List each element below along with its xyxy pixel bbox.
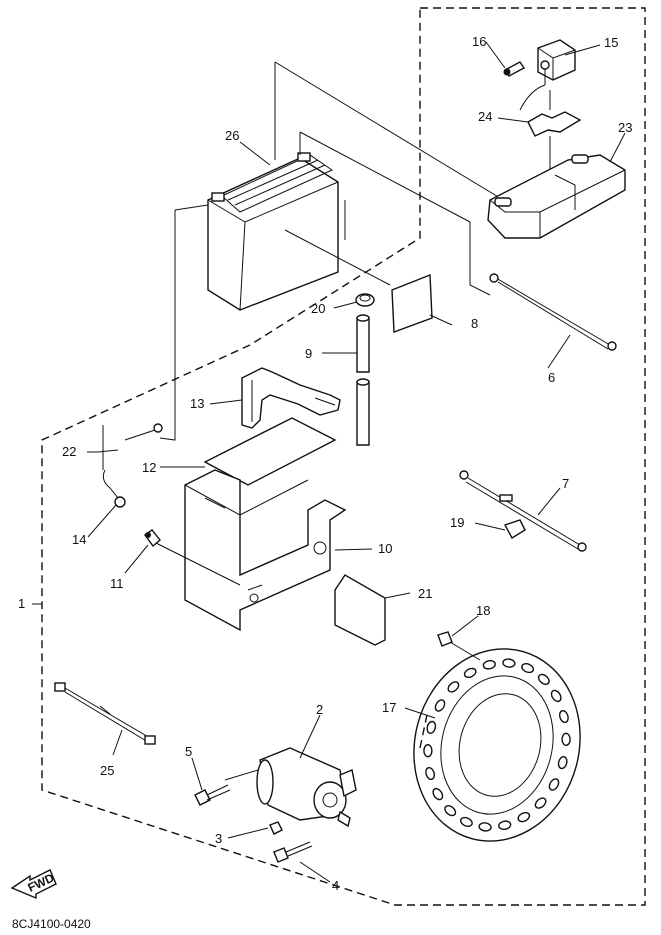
- disc-hole: [447, 681, 460, 693]
- callout-26: 26: [225, 128, 239, 143]
- battery: [207, 152, 339, 311]
- callout-10: 10: [378, 541, 392, 556]
- callout-13: 13: [190, 396, 204, 411]
- disc-bolt: [437, 631, 481, 661]
- battery-band: [241, 367, 341, 429]
- callout-6: 6: [548, 370, 555, 385]
- callout-18: 18: [476, 603, 490, 618]
- battery-guide-lines: [159, 61, 501, 441]
- relay-screw: [503, 61, 526, 77]
- disc-hole: [534, 797, 547, 809]
- disc-hole: [459, 816, 473, 827]
- starter-bolt: [194, 784, 231, 806]
- callout-1: 1: [18, 596, 25, 611]
- disc-hole: [482, 660, 496, 670]
- breather-hose: [356, 314, 370, 446]
- callout-labels: 1 2 3 4 5 6 7 8 9 10 11 12 13 14 15 16 1…: [18, 34, 632, 893]
- callout-4: 4: [332, 878, 339, 893]
- callout-5: 5: [185, 744, 192, 759]
- callout-22: 22: [62, 444, 76, 459]
- callout-8: 8: [471, 316, 478, 331]
- callout-25: 25: [100, 763, 114, 778]
- battery-cover: [487, 154, 626, 239]
- diagram-code: 8CJ4100-0420: [12, 917, 91, 931]
- callout-leaders: [32, 41, 626, 883]
- box-plate: [334, 574, 386, 646]
- disc-hole: [498, 820, 512, 830]
- callout-20: 20: [311, 301, 325, 316]
- disc-hole: [463, 667, 477, 679]
- disc-hole: [558, 709, 569, 724]
- brake-disc: [413, 648, 581, 842]
- disc-hole: [548, 778, 560, 791]
- disc-hole: [561, 732, 571, 746]
- box-bolt: [144, 529, 241, 586]
- disc-hole: [517, 811, 531, 823]
- disc-holes: [423, 658, 571, 832]
- disc-hole: [478, 822, 492, 832]
- starter-bolt-lower: [273, 841, 313, 863]
- battery-box: [184, 469, 347, 632]
- disc-hole: [557, 756, 568, 770]
- callout-15: 15: [604, 35, 618, 50]
- hose-clamp: [355, 293, 375, 307]
- callout-7: 7: [562, 476, 569, 491]
- callout-21: 21: [418, 586, 432, 601]
- relay-bracket: [527, 90, 582, 170]
- disc-hole: [426, 720, 437, 734]
- callout-2: 2: [316, 702, 323, 717]
- callout-12: 12: [142, 460, 156, 475]
- assembly-boundary: [41, 7, 646, 906]
- callout-16: 16: [472, 34, 486, 49]
- disc-hole: [423, 744, 433, 758]
- callout-14: 14: [72, 532, 86, 547]
- disc-hole: [425, 766, 436, 781]
- callout-17: 17: [382, 700, 396, 715]
- disc-hole: [434, 699, 446, 712]
- starter-nut: [269, 821, 283, 835]
- positive-lead: [459, 470, 587, 552]
- fwd-arrow: FWD: [10, 869, 57, 900]
- callout-11: 11: [110, 576, 124, 591]
- starter-relay: [519, 39, 576, 111]
- battery-pad: [391, 273, 433, 333]
- disc-hole: [521, 663, 535, 674]
- callout-3: 3: [215, 831, 222, 846]
- wire-lead: [54, 682, 156, 745]
- disc-hole: [502, 658, 516, 668]
- starter-motor: [224, 747, 357, 828]
- callout-9: 9: [305, 346, 312, 361]
- disc-hole: [537, 673, 550, 686]
- disc-hole: [550, 689, 562, 703]
- callout-24: 24: [478, 109, 492, 124]
- callout-23: 23: [618, 120, 632, 135]
- negative-lead: [489, 273, 617, 351]
- callout-19: 19: [450, 515, 464, 530]
- ground-lead: [97, 423, 163, 508]
- disc-hole: [432, 787, 444, 801]
- disc-hole: [444, 804, 457, 817]
